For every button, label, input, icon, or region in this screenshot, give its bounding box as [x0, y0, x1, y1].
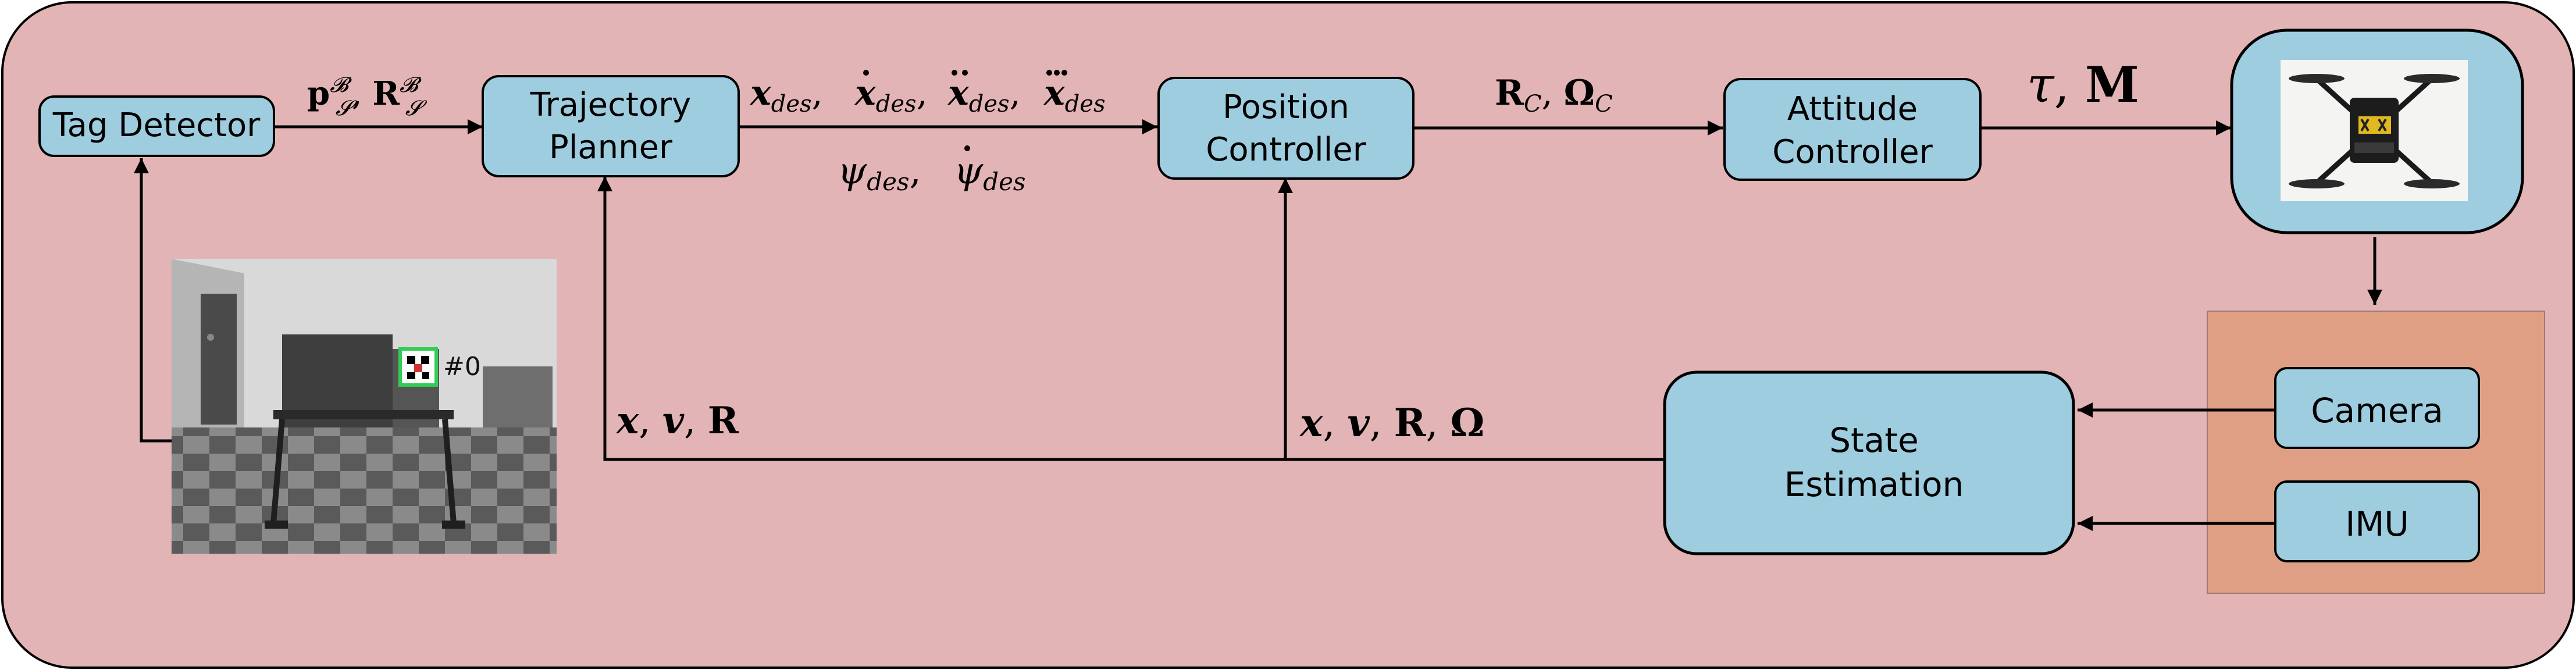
imu-label: IMU [2345, 504, 2409, 544]
block-robot [2230, 28, 2524, 234]
svg-text:ψdes: ψdes [954, 149, 1025, 196]
svg-text:xdes,: xdes, [947, 73, 1021, 117]
connectors [134, 119, 2382, 531]
block-position-controller: Position Controller [1157, 77, 1415, 180]
april-tag-marker [398, 347, 438, 387]
block-attitude-controller: Attitude Controller [1723, 78, 1982, 181]
trajectory-planner-label-line1: Trajectory [530, 86, 692, 124]
svg-text:xdes,: xdes, [854, 73, 928, 117]
tag-detector-label: Tag Detector [52, 106, 261, 144]
feedback-bus [597, 176, 1664, 461]
state-estimation-label-line1: State [1829, 420, 1919, 460]
attitude-controller-label-line2: Controller [1772, 133, 1933, 171]
trajectory-planner-label-line2: Planner [549, 129, 673, 166]
svg-text:xdes,: xdes, [749, 73, 823, 117]
position-controller-label-line2: Controller [1206, 131, 1366, 169]
april-tag-id: #0 [443, 352, 481, 382]
signal-commanded-attitude: RC, ΩC [1495, 73, 1613, 117]
block-camera: Camera [2274, 367, 2480, 449]
quadrotor-robot-photo-icon [2281, 60, 2468, 201]
state-estimation-label-line2: Estimation [1784, 465, 1964, 504]
signal-state-to-controller: x, v, R, Ω [1299, 400, 1484, 446]
arrow-image-to-tag [134, 158, 172, 443]
signal-desired-trajectory: xdes, xdes, xdes, xdes ψdes, ψdes [749, 70, 1106, 196]
signal-state-to-planner: x, v, R [615, 399, 739, 443]
signal-actuation: τ, M [2027, 56, 2139, 113]
svg-text:ψdes,: ψdes, [838, 149, 921, 196]
svg-text:xdes: xdes [1043, 73, 1106, 117]
camera-label: Camera [2311, 391, 2443, 430]
block-state-estimation: State Estimation [1663, 370, 2075, 555]
grayscale-camera-view-with-april-tag-icon: #0 [172, 259, 557, 554]
block-trajectory-planner: Trajectory Planner [482, 75, 740, 177]
attitude-controller-label-line1: Attitude [1787, 90, 1918, 128]
position-controller-label-line1: Position [1223, 88, 1349, 126]
block-imu: IMU [2274, 480, 2480, 562]
block-tag-detector: Tag Detector [38, 95, 275, 157]
